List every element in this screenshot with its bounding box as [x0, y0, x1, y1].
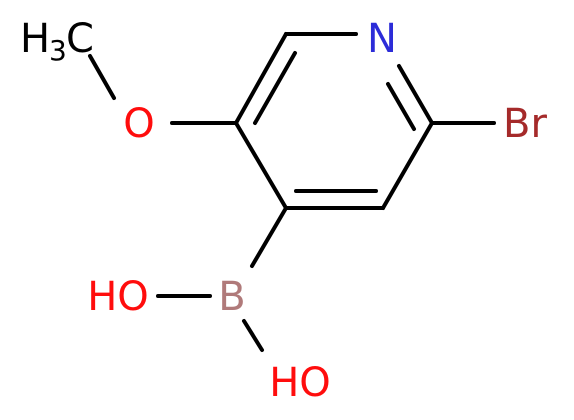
- nitrogen-atom-label: N: [367, 16, 397, 62]
- methyl-carbon-label: C: [66, 16, 94, 62]
- bond-n1-c2-outer: [397, 64, 434, 125]
- methoxy-oxygen-label: O: [123, 101, 154, 147]
- bond-n1-c2-inner: [386, 82, 416, 131]
- bond-c2-c3: [381, 121, 434, 210]
- methyl-subscript-label: 3: [49, 34, 67, 67]
- bond-c4-b: [250, 206, 288, 268]
- boron-atom-label: B: [218, 274, 245, 320]
- bond-o-ch3: [88, 54, 116, 100]
- bond-b-oh-bottom: [242, 319, 264, 352]
- bromine-atom-label: Br: [503, 101, 547, 147]
- bond-c5-c6-inner: [253, 51, 297, 125]
- hydroxyl-left-label: HO: [87, 274, 149, 320]
- bond-c4-c5: [234, 121, 288, 210]
- hydroxyl-bottom-label: HO: [269, 360, 331, 406]
- bond-c5-c6-outer: [234, 32, 288, 125]
- methyl-hydrogen-label: H: [20, 16, 50, 62]
